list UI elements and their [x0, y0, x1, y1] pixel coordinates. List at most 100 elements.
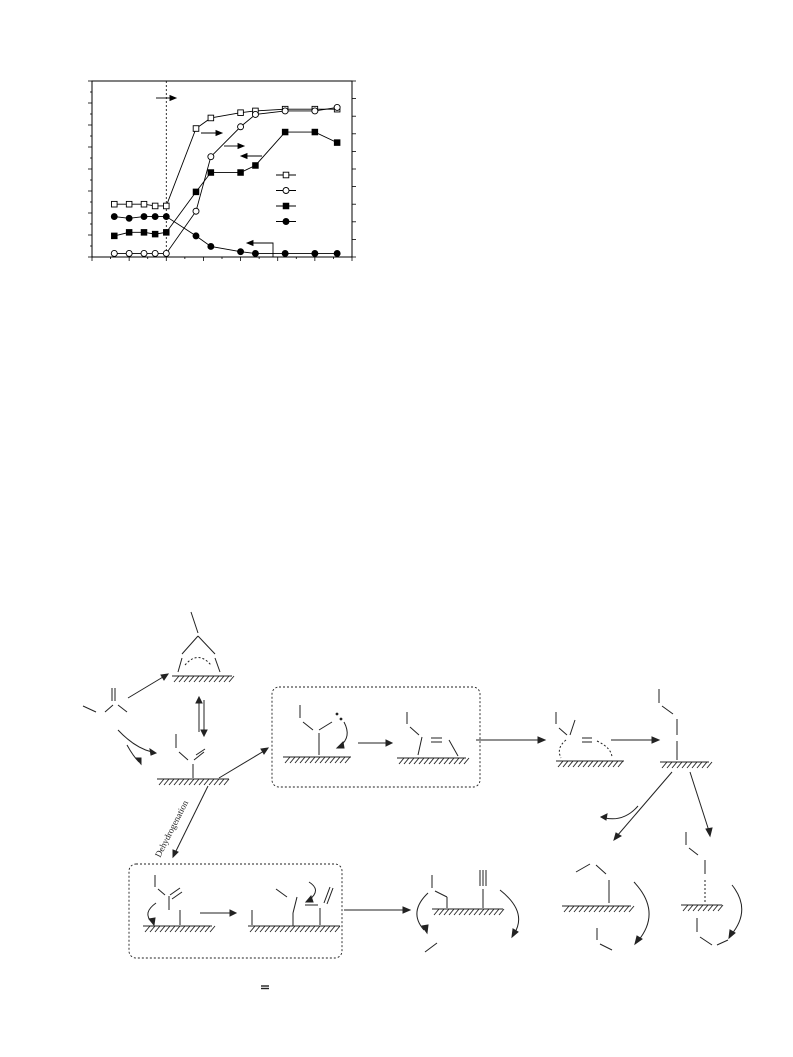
curved-arrow-right-branch — [599, 805, 639, 821]
hatch-mark — [264, 925, 271, 933]
hatch-mark — [289, 925, 296, 933]
hatch-mark — [577, 760, 584, 768]
data-point-filled-circle — [162, 213, 170, 220]
hatch-mark — [398, 757, 405, 765]
hatch-mark — [587, 760, 594, 768]
hatch-mark — [204, 925, 211, 933]
surface-hatching-lower-left — [563, 905, 635, 913]
hatch-mark — [218, 778, 225, 786]
hatch-mark — [289, 756, 296, 764]
arrow-to-allyl-species — [127, 673, 170, 699]
hatch-mark — [628, 905, 635, 913]
hatch-mark — [443, 757, 450, 765]
series-line-filled-circle — [114, 216, 338, 254]
hatch-mark — [163, 778, 170, 786]
chart-legend — [276, 171, 296, 225]
hatch-mark — [682, 904, 689, 912]
data-point-open-circle — [333, 103, 341, 111]
dehydro-species-one — [143, 875, 212, 927]
hatch-mark — [702, 904, 709, 912]
hatch-mark — [433, 908, 440, 916]
hatch-mark — [254, 925, 261, 933]
hatch-mark — [493, 908, 500, 916]
data-point-filled-square — [111, 232, 118, 240]
sigma-adsorbed-species — [157, 734, 229, 780]
hatch-mark — [274, 925, 281, 933]
data-point-open-square — [111, 200, 118, 208]
arrow-box-top-internal — [358, 739, 394, 747]
arrow-right-open-circle-series — [201, 129, 224, 137]
hatch-mark — [563, 905, 570, 913]
hatch-mark — [174, 925, 181, 933]
hatch-mark — [314, 756, 321, 764]
hatch-mark — [473, 908, 480, 916]
hatch-mark — [223, 778, 230, 786]
data-point-open-square — [140, 200, 148, 208]
hatch-mark — [588, 905, 595, 913]
arrow-to-lower-right-product — [689, 771, 713, 838]
hatch-mark — [608, 905, 615, 913]
data-point-filled-square — [207, 169, 215, 176]
data-point-open-circle — [207, 153, 215, 161]
hatch-mark — [458, 757, 465, 765]
hatch-mark — [284, 925, 291, 933]
hatch-mark — [483, 908, 490, 916]
data-point-open-circle — [125, 250, 133, 257]
data-point-filled-circle — [333, 250, 341, 257]
hatch-mark — [189, 925, 196, 933]
pi-allyl-adsorbed-species — [172, 611, 232, 677]
hatch-mark — [618, 905, 625, 913]
hatch-mark — [299, 756, 306, 764]
data-point-filled-circle — [281, 250, 289, 257]
hatch-mark — [329, 925, 336, 933]
hatch-mark — [209, 925, 216, 933]
hatch-mark — [294, 925, 301, 933]
data-point-filled-circle — [192, 232, 200, 240]
hatch-mark — [324, 925, 331, 933]
hatch-mark — [159, 925, 166, 933]
lower-right-product-species — [681, 832, 743, 946]
data-point-filled-square — [163, 229, 170, 236]
hatch-mark — [184, 925, 191, 933]
reactant-alkene-molecule — [82, 688, 128, 713]
hatch-mark — [193, 675, 200, 683]
hatch-mark — [607, 760, 614, 768]
hatch-mark — [448, 757, 455, 765]
data-point-open-square — [192, 125, 200, 132]
hatch-mark — [223, 675, 230, 683]
hatch-mark — [598, 905, 605, 913]
series-open-square — [111, 105, 341, 210]
conversion-chart — [88, 80, 356, 261]
hatch-mark — [697, 904, 704, 912]
hatch-mark — [413, 757, 420, 765]
hatch-mark — [279, 925, 286, 933]
hatch-mark — [324, 756, 331, 764]
surface-hatching-right-sigma — [661, 761, 713, 769]
hatch-mark — [339, 756, 346, 764]
hatch-mark — [433, 757, 440, 765]
hatch-mark — [183, 778, 190, 786]
arrow-dehydro-internal — [200, 909, 238, 917]
hatch-mark — [194, 925, 201, 933]
data-point-open-circle — [251, 110, 259, 118]
hatch-mark — [687, 904, 694, 912]
hatch-mark — [562, 760, 569, 768]
hatch-mark — [144, 925, 151, 933]
legend-marker-open-circle — [282, 187, 290, 194]
arrow-to-isomerization-box — [218, 747, 270, 779]
hatch-mark — [334, 756, 341, 764]
hatch-mark — [676, 761, 683, 769]
data-point-filled-square — [281, 128, 289, 136]
hatch-mark — [203, 778, 210, 786]
hatch-mark — [154, 925, 161, 933]
hatch-mark — [593, 905, 600, 913]
hatch-mark — [203, 675, 210, 683]
arrow-dehydro-to-diene — [344, 906, 412, 914]
data-point-open-circle — [162, 250, 170, 257]
hatch-mark — [666, 761, 673, 769]
data-point-filled-circle — [151, 213, 159, 220]
dehydrogenation-label: Dehydrogenation — [153, 798, 191, 859]
surface-hatching-dehydro-two — [249, 925, 341, 933]
isomerization-dashed-box — [271, 686, 481, 788]
